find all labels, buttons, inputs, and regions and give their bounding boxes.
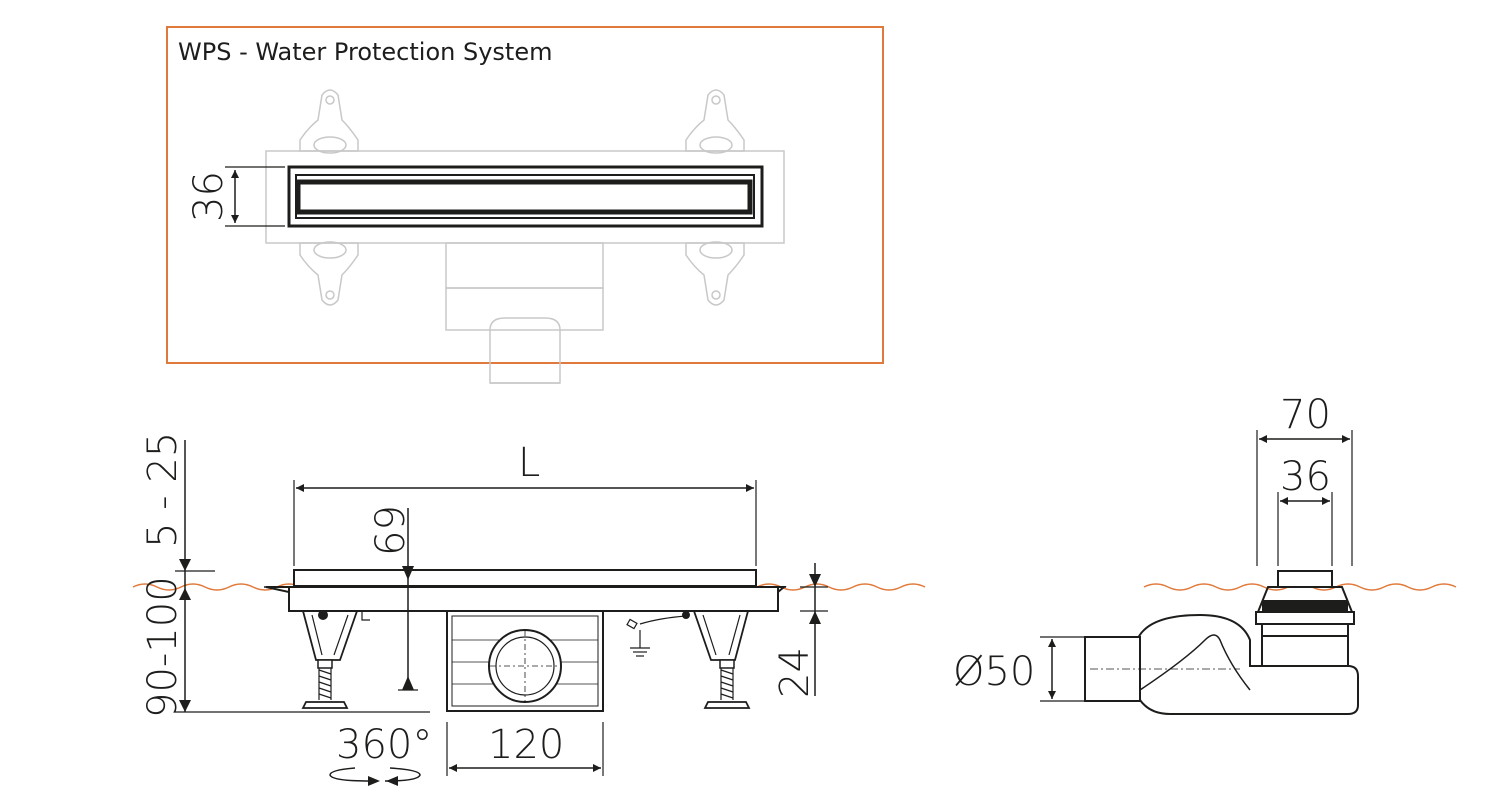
dim-rotation-label: 360° bbox=[336, 722, 432, 768]
dim-side-outer-label: 70 bbox=[1280, 392, 1331, 438]
dim-side-outer: 70 bbox=[1256, 392, 1353, 566]
dim-outlet-width: 120 bbox=[446, 722, 604, 776]
inset-title: WPS - Water Protection System bbox=[178, 38, 552, 66]
inset-frame bbox=[166, 26, 884, 364]
adjustable-foot-left bbox=[301, 610, 370, 709]
dim-flange-label: 24 bbox=[772, 647, 818, 698]
dim-length-label: L bbox=[518, 440, 540, 486]
bracket-bottom-right bbox=[685, 241, 745, 306]
inset-grate bbox=[287, 165, 764, 228]
dim-height-stack: 5 - 25 90-100 bbox=[140, 432, 430, 718]
inset-drain-outline bbox=[265, 89, 785, 384]
dim-height-lower-label: 90-100 bbox=[140, 576, 186, 718]
rotation-arrow-icon bbox=[329, 767, 421, 786]
bracket-top-left bbox=[299, 89, 359, 154]
drain-grate-plate bbox=[293, 569, 757, 587]
inset-dim-36-label: 36 bbox=[186, 171, 232, 222]
dim-depth: 69 bbox=[368, 505, 418, 691]
ground-symbol-icon bbox=[626, 615, 687, 657]
dim-length: L bbox=[293, 440, 757, 566]
front-view: L 69 5 - 25 90-100 24 bbox=[132, 432, 926, 786]
outlet-box bbox=[446, 610, 604, 712]
dim-side-inner-label: 36 bbox=[1280, 454, 1331, 500]
dim-height-upper-label: 5 - 25 bbox=[140, 432, 186, 548]
drain-channel bbox=[288, 586, 779, 612]
dim-side-inner: 36 bbox=[1277, 454, 1333, 566]
rotation-indicator: 360° bbox=[329, 722, 432, 786]
dim-pipe-diameter-label: Ø50 bbox=[953, 649, 1035, 695]
adjustable-foot-right bbox=[682, 610, 751, 709]
bracket-bottom-left bbox=[299, 241, 359, 306]
dim-pipe-diameter: Ø50 bbox=[953, 636, 1085, 702]
side-view: 70 36 Ø50 bbox=[953, 392, 1457, 715]
inset-dim-36: 36 bbox=[186, 166, 285, 227]
bracket-top-right bbox=[685, 89, 745, 154]
wps-inset-panel: WPS - Water Protection System bbox=[166, 26, 884, 384]
dim-outlet-width-label: 120 bbox=[488, 722, 564, 768]
dim-flange: 24 bbox=[772, 563, 828, 698]
dim-depth-label: 69 bbox=[368, 505, 414, 556]
